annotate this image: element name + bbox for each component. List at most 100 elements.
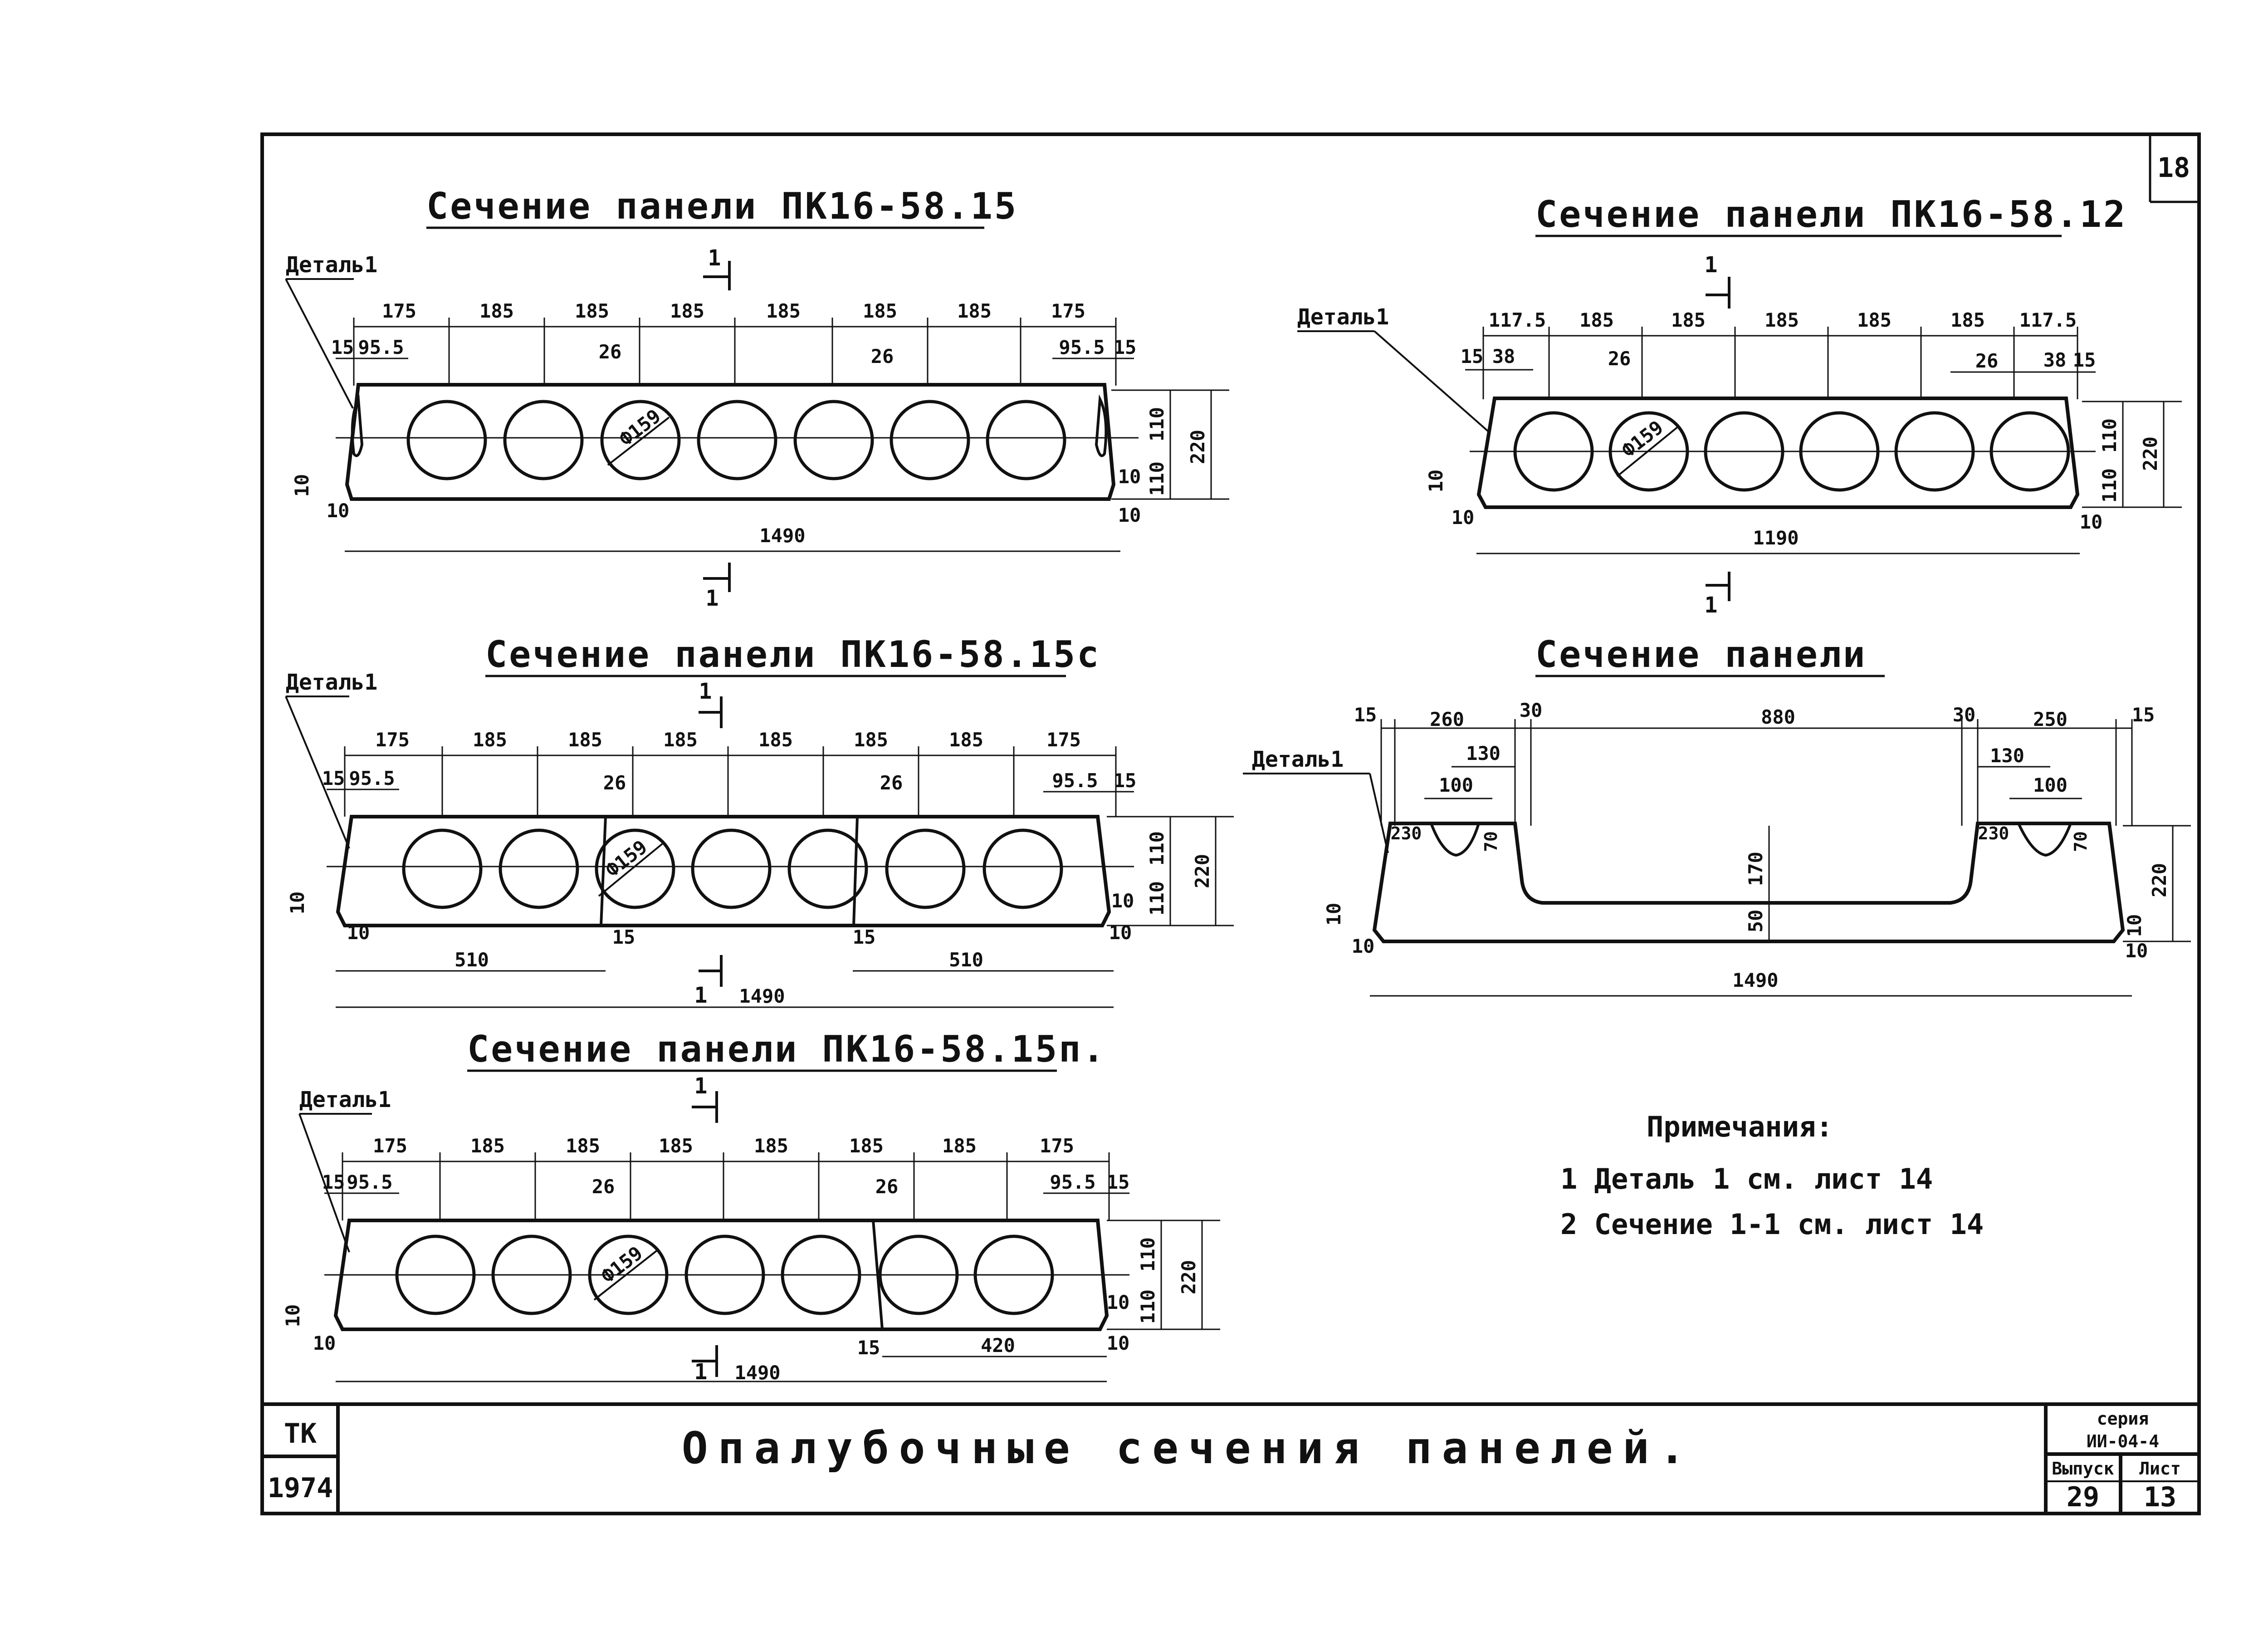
detail-label: Деталь1: [286, 252, 377, 278]
section-title: Сечение панели ПК16-58.12: [1535, 193, 2127, 235]
panel-outline: [345, 383, 1116, 501]
sheet-value: 13: [2144, 1481, 2176, 1513]
dim-chain-bottom: [336, 970, 1114, 1008]
stamp-year: 1974: [268, 1472, 333, 1504]
dim-top-7: 117.5: [2019, 309, 2077, 331]
dim-70-right: 70: [2071, 831, 2091, 852]
dim-10-right: 10: [1111, 890, 1134, 912]
dim-top-2: 185: [1579, 309, 1614, 331]
dim-10-left-bottom: 10: [313, 1332, 336, 1354]
dim-top-3: 185: [575, 300, 609, 322]
cut-label-bottom: 1: [694, 983, 708, 1008]
cut-mark-bottom: [703, 563, 731, 592]
notes-block: Примечания: 1 Деталь 1 см. лист 14 2 Сеч…: [1560, 1110, 1984, 1241]
cut-label-bottom: 1: [694, 1359, 708, 1385]
cut-mark-top: [1706, 277, 1730, 309]
hole-row: [406, 400, 1066, 480]
dim-26-a: 26: [592, 1176, 615, 1198]
section-title: Сечение панели ПК16-58.15с: [485, 633, 1100, 676]
dim-chain-right: [2082, 401, 2182, 508]
cut-mark-top: [703, 261, 731, 290]
dim-15-center: 15: [857, 1337, 880, 1359]
hole-diameter: Ф159: [597, 1242, 647, 1288]
cut-mark-bottom: [1706, 572, 1730, 601]
dim-15-left: 15: [1461, 345, 1484, 367]
cut-label-bottom: 1: [706, 586, 719, 611]
dim-10-left-bottom: 10: [1452, 506, 1475, 529]
dim-10-left-bottom: 10: [347, 921, 370, 944]
section-panel-ribbed: Сечение панели Деталь1 15 260 30 880 30 …: [1243, 633, 2191, 997]
dim-15-left: 15: [1354, 704, 1377, 726]
dim-880: 880: [1761, 706, 1795, 728]
dim-110-top: 110: [1137, 1237, 1159, 1272]
dim-10-left: 10: [1323, 903, 1345, 926]
sheet-title: Опалубочные сечения панелей.: [682, 1423, 1695, 1474]
dim-top-7: 185: [942, 1135, 977, 1157]
panel-outline: [333, 1219, 1109, 1331]
dim-15-left: 15: [331, 336, 354, 358]
dim-10-left-bottom: 10: [1352, 935, 1375, 957]
dim-100-right: 100: [2033, 774, 2068, 796]
dim-total: 1490: [759, 524, 805, 547]
dim-10-right-bottom: 10: [1107, 1332, 1130, 1354]
detail-label: Деталь1: [1297, 304, 1389, 330]
dim-top-3: 185: [566, 1135, 600, 1157]
dim-30-left: 30: [1520, 699, 1543, 721]
dim-top-5: 185: [754, 1135, 788, 1157]
dim-26-b: 26: [871, 345, 894, 367]
dim-10-left: 10: [286, 892, 308, 915]
dim-top-2: 185: [473, 729, 507, 751]
panel-outline: [336, 815, 1111, 927]
note-item-1: 1 Деталь 1 см. лист 14: [1560, 1162, 1933, 1195]
dim-top-6: 185: [1950, 309, 1985, 331]
dim-10-left: 10: [282, 1304, 304, 1327]
dim-220: 220: [1178, 1260, 1200, 1294]
dim-total: 1490: [734, 1362, 780, 1384]
dim-70-left: 70: [1481, 831, 1501, 852]
dim-220: 220: [2139, 436, 2161, 471]
dim-15-right: 15: [2073, 349, 2096, 371]
dim-220: 220: [1191, 854, 1213, 888]
dim-110-top: 110: [1146, 407, 1168, 441]
dim-chain-top: [1380, 719, 2133, 826]
dim-15-right: 15: [2132, 704, 2155, 726]
dim-15-center-1: 15: [612, 926, 635, 948]
dim-top-4: 185: [663, 729, 698, 751]
note-item-2: 2 Сечение 1-1 см. лист 14: [1560, 1208, 1984, 1241]
dim-220: 220: [1187, 430, 1209, 464]
dim-230-right: 230: [1978, 823, 2009, 843]
section-pk16-58-15p: Сечение панели ПК16-58.15п. Деталь1 1 1 …: [282, 1028, 1220, 1385]
dim-26-b: 26: [1975, 350, 1999, 372]
dim-chain-top: [324, 1152, 1129, 1220]
section-pk16-58-15c: Сечение панели ПК16-58.15с Деталь1 1 1 Ф…: [285, 633, 1234, 1008]
dim-top-1: 175: [382, 300, 416, 322]
cut-label-top: 1: [694, 1073, 708, 1099]
dim-top-3: 185: [568, 729, 602, 751]
dim-total: 1490: [1732, 969, 1778, 991]
dim-top-6: 185: [849, 1135, 884, 1157]
dim-chain-right: [1107, 1220, 1220, 1330]
dim-110-bottom: 110: [1146, 461, 1168, 496]
series-code: ИИ-04-4: [2087, 1431, 2159, 1451]
cut-mark-bottom: [692, 1345, 718, 1377]
dim-10-right-bottom: 10: [2080, 511, 2103, 533]
notes-heading: Примечания:: [1647, 1110, 1833, 1143]
dim-chain-right: [1107, 816, 1234, 926]
dim-top-8: 175: [1051, 300, 1085, 322]
dim-130-right: 130: [1990, 745, 2024, 767]
dim-chain-top: [336, 318, 1134, 386]
dim-26-a: 26: [1608, 348, 1631, 370]
dim-15-center-2: 15: [853, 926, 876, 948]
dim-26-a: 26: [603, 772, 626, 794]
dim-15-left: 15: [322, 767, 345, 789]
dim-110-top: 110: [1146, 831, 1168, 866]
dim-15-right: 15: [1114, 336, 1137, 358]
dim-10-left: 10: [1425, 470, 1447, 493]
dim-130-left: 130: [1466, 742, 1501, 764]
issue-label: Выпуск: [2052, 1459, 2114, 1479]
dim-95-5-right: 95.5: [1052, 769, 1098, 792]
dim-top-5: 185: [1857, 309, 1892, 331]
dim-top-7: 185: [949, 729, 983, 751]
dim-total: 1490: [739, 985, 785, 1007]
